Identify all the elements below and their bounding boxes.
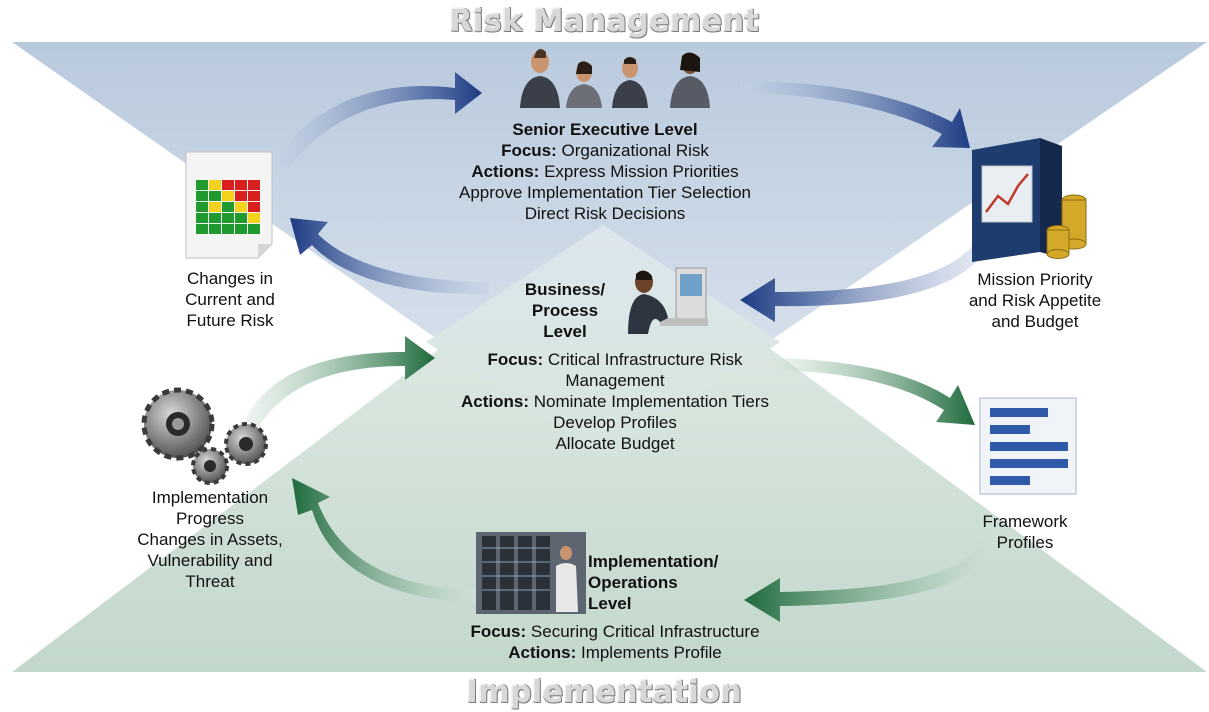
server-room-technician-icon [476,532,586,614]
heatmap-cell [196,191,208,201]
arrow-to-business [740,232,992,322]
heatmap-cell [209,213,221,223]
senior-focus: Organizational Risk [561,141,709,160]
heatmap-cell [196,180,208,190]
label-line: Framework [982,512,1068,531]
label-line: and Risk Appetite [968,291,1102,310]
label-line: and Budget [991,312,1079,331]
heatmap-cell [235,180,247,190]
implementation-title-line: Implementation/ [588,552,719,571]
business-focus-cont: Management [565,371,665,390]
impl-focus: Securing Critical Infrastructure [530,622,760,641]
heatmap-cell [209,224,221,234]
heatmap-cell [248,180,260,190]
arrow-to-business-focus [245,336,435,428]
label-line: Changes in Assets, [137,530,283,549]
arrow-to-senior [275,72,482,170]
business-line4: Allocate Budget [555,434,675,453]
risk-management-banner: Risk Management [449,4,760,39]
heatmap-cell [196,202,208,212]
label-line: Threat [185,572,235,591]
implementation-progress-label: Implementation Progress Changes in Asset… [110,487,310,592]
business-actions: Nominate Implementation Tiers [533,392,769,411]
business-actions-label: Actions: [460,392,529,411]
senior-executive-level: Senior Executive Level Focus: Organizati… [405,119,805,224]
heatmap-cell [222,191,234,201]
framework-profiles-label: Framework Profiles [955,511,1095,553]
senior-actions: Express Mission Priorities [544,162,739,181]
label-line: Progress [175,509,245,528]
heatmap-cell [209,202,221,212]
label-line: Vulnerability and [147,551,273,570]
business-title-line: Level [543,322,587,341]
arrow-to-changes-risk [290,218,490,295]
label-line: Mission Priority [977,270,1093,289]
impl-actions: Implements Profile [580,643,722,662]
heatmap-cell [222,180,234,190]
label-line: Changes in [186,269,273,288]
arrow-to-mission [740,81,970,148]
mission-priority-label: Mission Priority and Risk Appetite and B… [935,269,1135,332]
business-title: Business/ Process Level [500,279,630,342]
business-title-line: Process [531,301,599,320]
implementation-banner: Implementation [466,675,743,710]
budget-binder-icon [972,138,1087,262]
heatmap-cell [222,224,234,234]
heatmap-cell [209,191,221,201]
heatmap-cell [235,191,247,201]
heatmap-cell [235,202,247,212]
senior-line3: Approve Implementation Tier Selection [459,183,751,202]
arrow-to-impl-progress [292,478,476,602]
senior-title: Senior Executive Level [512,120,698,139]
business-focus: Critical Infrastructure Risk [547,350,743,369]
gears-icon [141,387,268,485]
label-line: Profiles [996,533,1054,552]
heatmap-cell [248,224,260,234]
business-process-diamond [426,225,780,455]
arrow-to-framework [775,358,975,425]
heatmap-cell [248,202,260,212]
heatmap-cell [248,213,260,223]
risk-heatmap-document-icon [185,151,273,259]
business-line3: Develop Profiles [553,413,677,432]
implementation-operations-level: Focus: Securing Critical Infrastructure … [410,621,820,663]
implementation-title: Implementation/ Operations Level [588,551,768,614]
implementation-title-line: Level [588,594,632,613]
business-process-level: Focus: Critical Infrastructure Risk Mana… [405,349,825,454]
business-title-line: Business/ [524,280,606,299]
business-focus-label: Focus: [487,350,544,369]
heatmap-cell [196,224,208,234]
senior-actions-label: Actions: [471,162,540,181]
senior-line4: Direct Risk Decisions [524,204,686,223]
person-at-computer-icon [628,267,708,334]
executives-meeting-icon [520,49,710,108]
heatmap-cell [235,224,247,234]
heatmap-cell [222,202,234,212]
label-line: Future Risk [186,311,274,330]
heatmap-cell [248,191,260,201]
implementation-title-line: Operations [588,573,678,592]
changes-risk-label: Changes in Current and Future Risk [150,268,310,331]
label-line: Implementation [151,488,269,507]
heatmap-cell [222,213,234,223]
heatmap-cell [209,180,221,190]
impl-actions-label: Actions: [508,643,577,662]
label-line: Current and [185,290,275,309]
heatmap-cell [235,213,247,223]
heatmap-cell [196,213,208,223]
impl-focus-label: Focus: [470,622,527,641]
framework-profiles-document-icon [979,397,1077,495]
senior-focus-label: Focus: [501,141,557,160]
arrow-to-implementation [744,528,1000,622]
